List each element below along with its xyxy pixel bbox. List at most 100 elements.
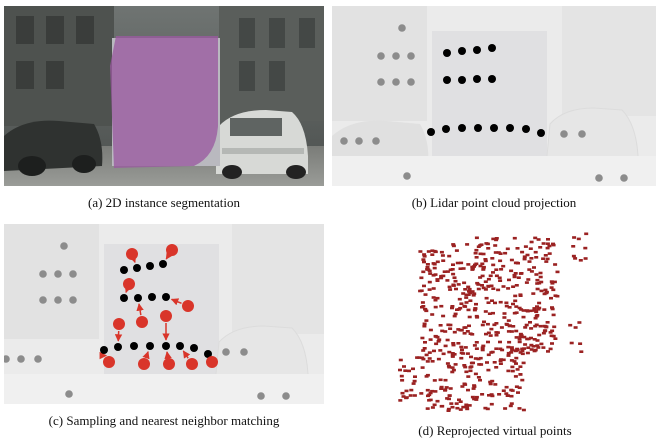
lidar-point <box>458 76 466 84</box>
virtual-point <box>515 284 519 287</box>
matching-arrow <box>126 291 127 293</box>
virtual-point <box>426 389 430 392</box>
virtual-point <box>427 399 431 402</box>
virtual-point <box>522 409 526 412</box>
virtual-point <box>457 283 461 286</box>
virtual-point <box>550 286 554 289</box>
virtual-point <box>402 365 406 368</box>
lidar-point <box>490 124 498 132</box>
virtual-point <box>476 283 480 286</box>
background-lidar-point <box>560 130 568 138</box>
virtual-point <box>428 281 432 284</box>
virtual-point <box>510 259 514 262</box>
virtual-point <box>486 341 490 344</box>
virtual-point <box>470 362 474 365</box>
virtual-point <box>486 247 490 250</box>
virtual-point <box>483 258 487 261</box>
virtual-point <box>546 350 550 353</box>
lidar-point <box>114 343 122 351</box>
virtual-point <box>509 405 513 408</box>
virtual-point <box>461 352 465 355</box>
virtual-point <box>527 268 531 271</box>
sampled-point <box>123 278 135 290</box>
virtual-point <box>445 386 449 389</box>
virtual-point <box>489 328 493 331</box>
virtual-point <box>447 255 451 258</box>
virtual-point <box>449 387 453 390</box>
virtual-point <box>466 263 470 266</box>
virtual-point <box>464 346 468 349</box>
virtual-point <box>443 388 447 391</box>
virtual-point <box>493 244 497 247</box>
virtual-point <box>516 262 520 265</box>
sampling-matching-view <box>4 224 324 404</box>
sampled-point <box>206 356 218 368</box>
virtual-point <box>448 394 452 397</box>
background-lidar-point <box>54 270 62 278</box>
virtual-point <box>539 272 543 275</box>
virtual-point <box>443 270 447 273</box>
virtual-point <box>526 346 530 349</box>
virtual-point <box>503 312 507 315</box>
lidar-point <box>473 46 481 54</box>
lidar-point <box>133 264 141 272</box>
background-lidar-point <box>578 130 586 138</box>
virtual-point <box>471 396 475 399</box>
virtual-point <box>494 366 498 369</box>
virtual-point <box>424 293 428 296</box>
virtual-point <box>463 288 467 291</box>
virtual-point <box>423 341 427 344</box>
virtual-point <box>436 261 440 264</box>
virtual-point <box>517 276 521 279</box>
virtual-point <box>418 290 422 293</box>
virtual-point <box>514 375 518 378</box>
virtual-point <box>421 271 425 274</box>
virtual-point <box>429 329 433 332</box>
lidar-point <box>100 346 108 354</box>
background-lidar-point <box>377 78 385 86</box>
virtual-point <box>465 243 469 246</box>
lidar-point <box>488 44 496 52</box>
virtual-point <box>468 299 472 302</box>
lidar-point <box>146 342 154 350</box>
virtual-point <box>571 245 575 248</box>
virtual-point <box>400 379 404 382</box>
virtual-point <box>475 256 479 259</box>
virtual-point <box>523 258 527 261</box>
virtual-point <box>480 263 484 266</box>
background-lidar-point <box>355 137 363 145</box>
virtual-point <box>539 325 543 328</box>
virtual-point <box>510 346 514 349</box>
virtual-point <box>464 371 468 374</box>
virtual-point <box>424 319 428 322</box>
virtual-point <box>398 399 402 402</box>
virtual-point <box>475 347 479 350</box>
virtual-point <box>456 262 460 265</box>
virtual-point <box>535 324 539 327</box>
virtual-point <box>556 271 560 274</box>
virtual-point <box>528 260 532 263</box>
virtual-point <box>487 332 491 335</box>
virtual-point <box>421 258 425 261</box>
sampled-point <box>103 356 115 368</box>
virtual-point <box>498 260 502 263</box>
background-lidar-point <box>69 296 77 304</box>
virtual-point <box>401 392 405 395</box>
sampled-point <box>113 318 125 330</box>
virtual-point <box>469 365 473 368</box>
virtual-point <box>448 327 452 330</box>
virtual-point <box>573 257 577 260</box>
virtual-point <box>453 276 457 279</box>
lidar-point <box>443 49 451 57</box>
virtual-point <box>405 390 409 393</box>
virtual-point <box>422 285 426 288</box>
virtual-point <box>469 370 473 373</box>
background-lidar-point <box>392 78 400 86</box>
virtual-point <box>572 236 576 239</box>
virtual-point <box>519 335 523 338</box>
virtual-point <box>529 247 533 250</box>
virtual-point <box>440 251 444 254</box>
virtual-point <box>453 315 457 318</box>
virtual-point <box>433 390 437 393</box>
virtual-point <box>526 278 530 281</box>
